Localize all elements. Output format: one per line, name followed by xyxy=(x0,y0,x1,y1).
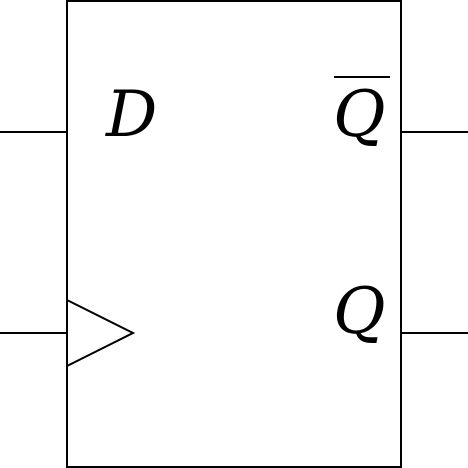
flip-flop-body xyxy=(66,0,402,468)
d-input-label: D xyxy=(105,78,157,152)
q-output-label: Q xyxy=(333,275,385,349)
q-bar-output-label: Q xyxy=(333,78,385,152)
clock-triangle-icon xyxy=(66,299,136,367)
